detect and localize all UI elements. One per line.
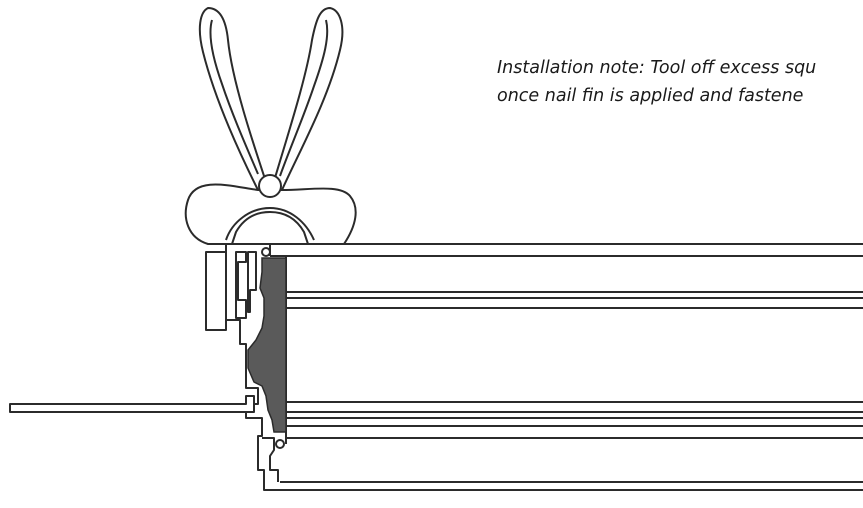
nail-fin [9, 395, 255, 413]
clamp-left-handle-slot [209, 19, 259, 175]
sealant-bead [247, 257, 287, 433]
clamp-right-handle [271, 7, 344, 191]
clamp-right-handle-slot [279, 19, 329, 177]
installation-note: Installation note: Tool off excess squ o… [497, 54, 816, 110]
clamp-jaw-pad [205, 251, 227, 331]
installation-note-line-2: once nail fin is applied and fastene [497, 86, 804, 106]
frame-head-lineals [268, 243, 863, 491]
clamp-inner-arch [225, 207, 315, 241]
clamp-jaw-body [184, 183, 357, 245]
clamp-pivot [258, 174, 282, 198]
installation-note-line-1: Installation note: Tool off excess squ [497, 58, 817, 78]
spring-clamp-icon [184, 7, 357, 331]
